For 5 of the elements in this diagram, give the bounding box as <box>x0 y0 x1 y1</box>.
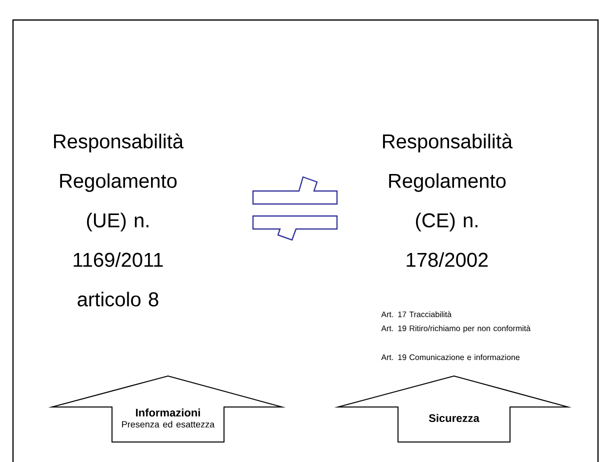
heading-text: Responsabilità Regolamento (CE) n. 178/2002 <box>383 134 513 267</box>
heading-text: Responsabilità Regolamento (UE) n. 1169/2011 articolo 8 <box>54 134 184 306</box>
list-item: Art. 17 Tracciabilità <box>381 311 452 318</box>
list-item: Art. 19 Comunicazione e informazione <box>381 354 520 360</box>
list-item: Art. 19 Ritiro/richiamo per non conformità <box>381 325 531 333</box>
